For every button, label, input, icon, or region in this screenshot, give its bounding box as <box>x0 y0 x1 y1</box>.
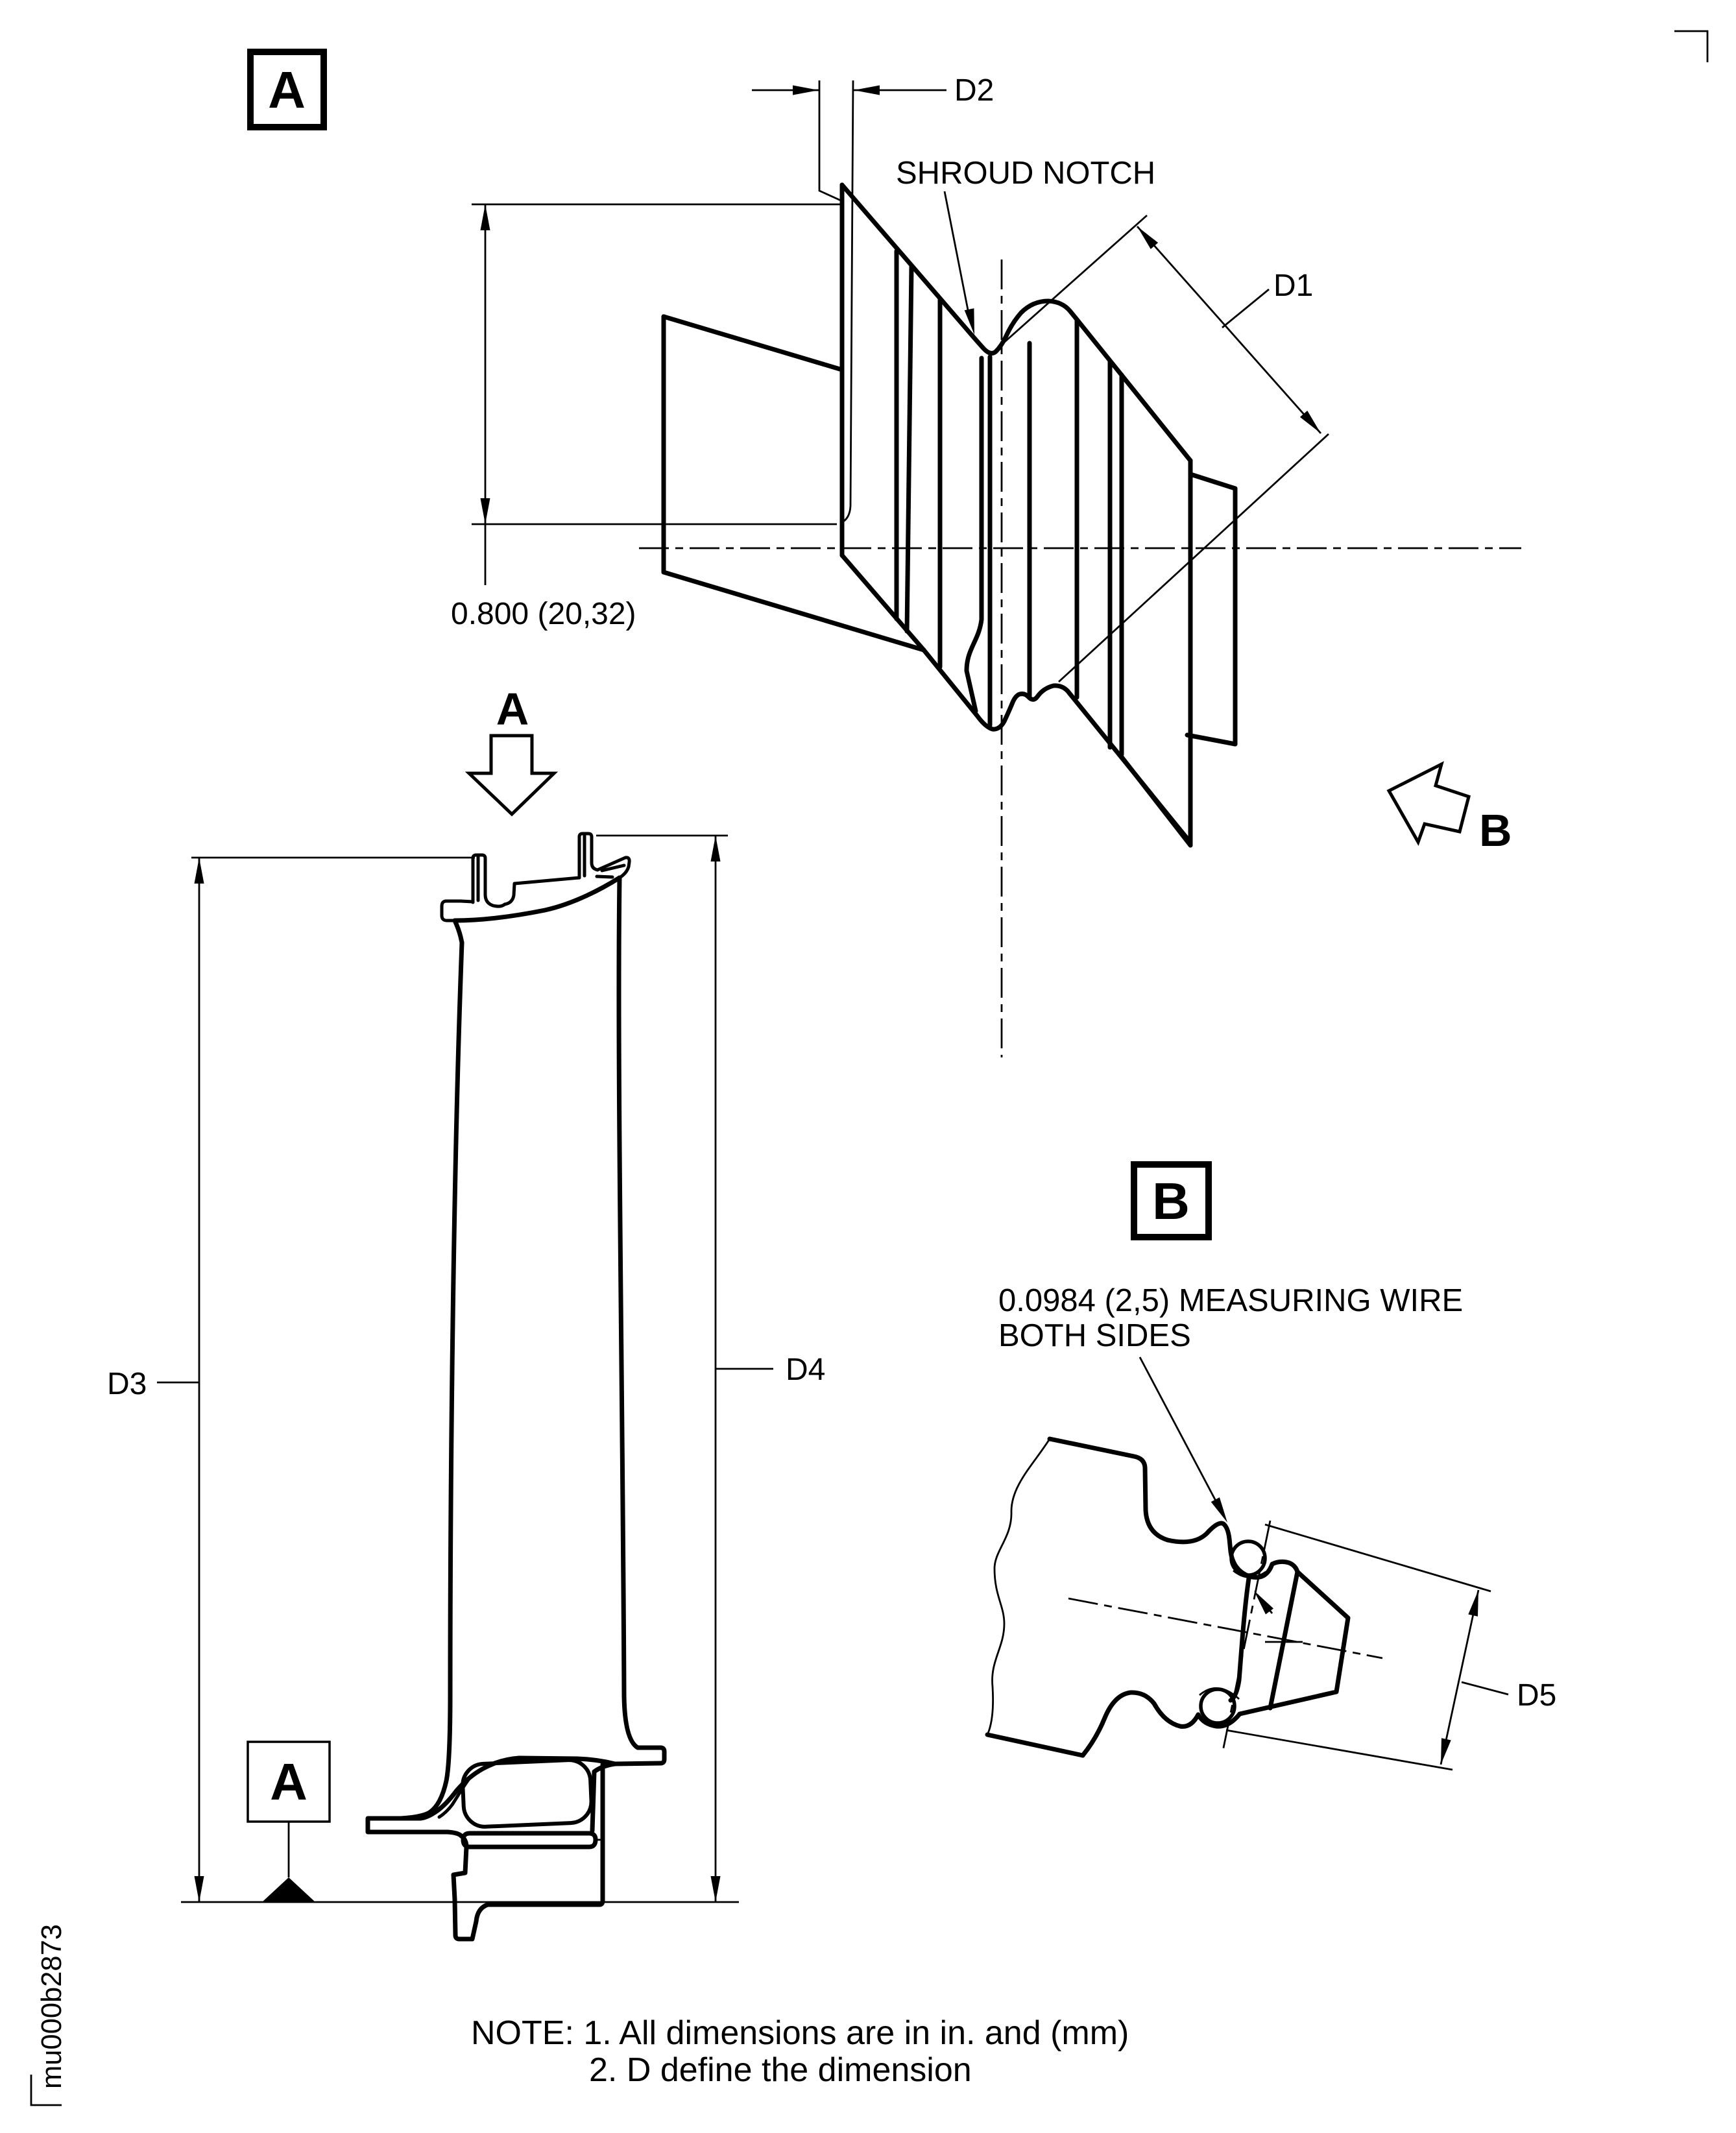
svg-text:0.0984 (2,5) MEASURING WIRE: 0.0984 (2,5) MEASURING WIRE <box>998 1283 1463 1318</box>
svg-text:A: A <box>268 61 306 119</box>
svg-text:SHROUD NOTCH: SHROUD NOTCH <box>896 156 1155 191</box>
svg-text:D2: D2 <box>954 73 994 108</box>
svg-text:A: A <box>270 1753 307 1811</box>
svg-text:D1: D1 <box>1273 269 1313 303</box>
svg-text:NOTE: 1. All dimensions are i: NOTE: 1. All dimensions are in in. and (… <box>471 2014 1129 2052</box>
svg-text:B: B <box>1479 805 1512 856</box>
svg-text:D3: D3 <box>107 1367 147 1401</box>
svg-text:2. D define the dimension: 2. D define the dimension <box>589 2051 972 2089</box>
svg-text:D4: D4 <box>786 1353 825 1387</box>
svg-text:B: B <box>1152 1172 1190 1230</box>
svg-text:D5: D5 <box>1517 1678 1556 1713</box>
svg-text:mu000b2873: mu000b2873 <box>36 1924 67 2089</box>
svg-text:BOTH SIDES: BOTH SIDES <box>998 1318 1191 1353</box>
svg-text:0.800 (20,32): 0.800 (20,32) <box>451 597 636 631</box>
svg-text:A: A <box>496 684 529 734</box>
